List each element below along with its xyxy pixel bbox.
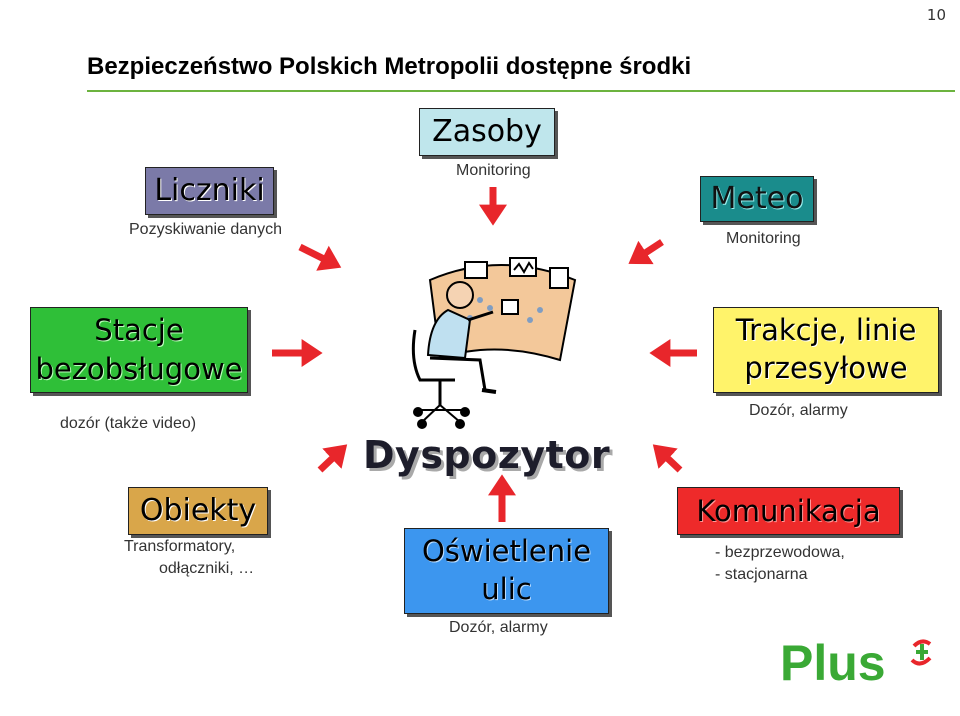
dispatcher-illustration <box>411 257 577 429</box>
node-stacje-line2: bezobsługowe <box>35 352 243 386</box>
arrow-meteo <box>628 239 664 265</box>
node-oswietlenie-sub: Dozór, alarmy <box>449 619 548 636</box>
dispatcher-label: Dyspozytor <box>363 433 611 477</box>
node-komunikacja-sub1: - bezprzewodowa, <box>715 544 845 561</box>
arrow-obiekty <box>317 444 348 473</box>
node-stacje-sub: dozór (także video) <box>60 415 197 432</box>
node-stacje: Stacje bezobsługowe <box>30 307 248 393</box>
node-liczniki-sub: Pozyskiwanie danych <box>129 221 282 238</box>
plus-logo-text: Plus <box>780 635 886 691</box>
node-obiekty-sub1: Transformatory, <box>124 538 236 555</box>
node-obiekty-label: Obiekty <box>139 493 257 528</box>
slide-title: Bezpieczeństwo Polskich Metropolii dostę… <box>87 53 692 80</box>
node-trakcje-line1: Trakcje, linie <box>735 313 917 347</box>
arrow-liczniki <box>298 243 342 271</box>
node-obiekty: Obiekty <box>128 487 268 535</box>
node-trakcje-sub: Dozór, alarmy <box>749 402 848 419</box>
page-number: 10 <box>926 6 946 24</box>
node-zasoby-sub: Monitoring <box>456 162 531 179</box>
node-komunikacja: Komunikacja <box>677 487 900 535</box>
node-oswietlenie-line2: ulic <box>481 572 532 606</box>
node-trakcje-line2: przesyłowe <box>744 351 908 385</box>
node-komunikacja-sub2: - stacjonarna <box>715 566 808 583</box>
node-liczniki: Liczniki <box>145 167 274 215</box>
node-meteo-label: Meteo <box>710 181 804 216</box>
node-zasoby: Zasoby <box>419 108 555 156</box>
node-stacje-line1: Stacje <box>94 313 184 347</box>
node-trakcje: Trakcje, linie przesyłowe <box>713 307 939 393</box>
node-meteo: Meteo <box>700 176 814 222</box>
node-liczniki-label: Liczniki <box>154 173 265 208</box>
node-meteo-sub: Monitoring <box>726 230 801 247</box>
node-obiekty-sub2: odłączniki, … <box>159 560 255 577</box>
node-oswietlenie-line1: Oświetlenie <box>421 534 592 568</box>
node-oswietlenie: Oświetlenie ulic <box>404 528 609 614</box>
plus-logo-mark-icon <box>910 639 932 666</box>
node-zasoby-label: Zasoby <box>432 114 542 149</box>
title-rule <box>87 90 955 92</box>
arrow-komunikacja <box>652 444 683 473</box>
node-komunikacja-label: Komunikacja <box>696 494 881 528</box>
plus-logo: Plus <box>780 635 932 691</box>
